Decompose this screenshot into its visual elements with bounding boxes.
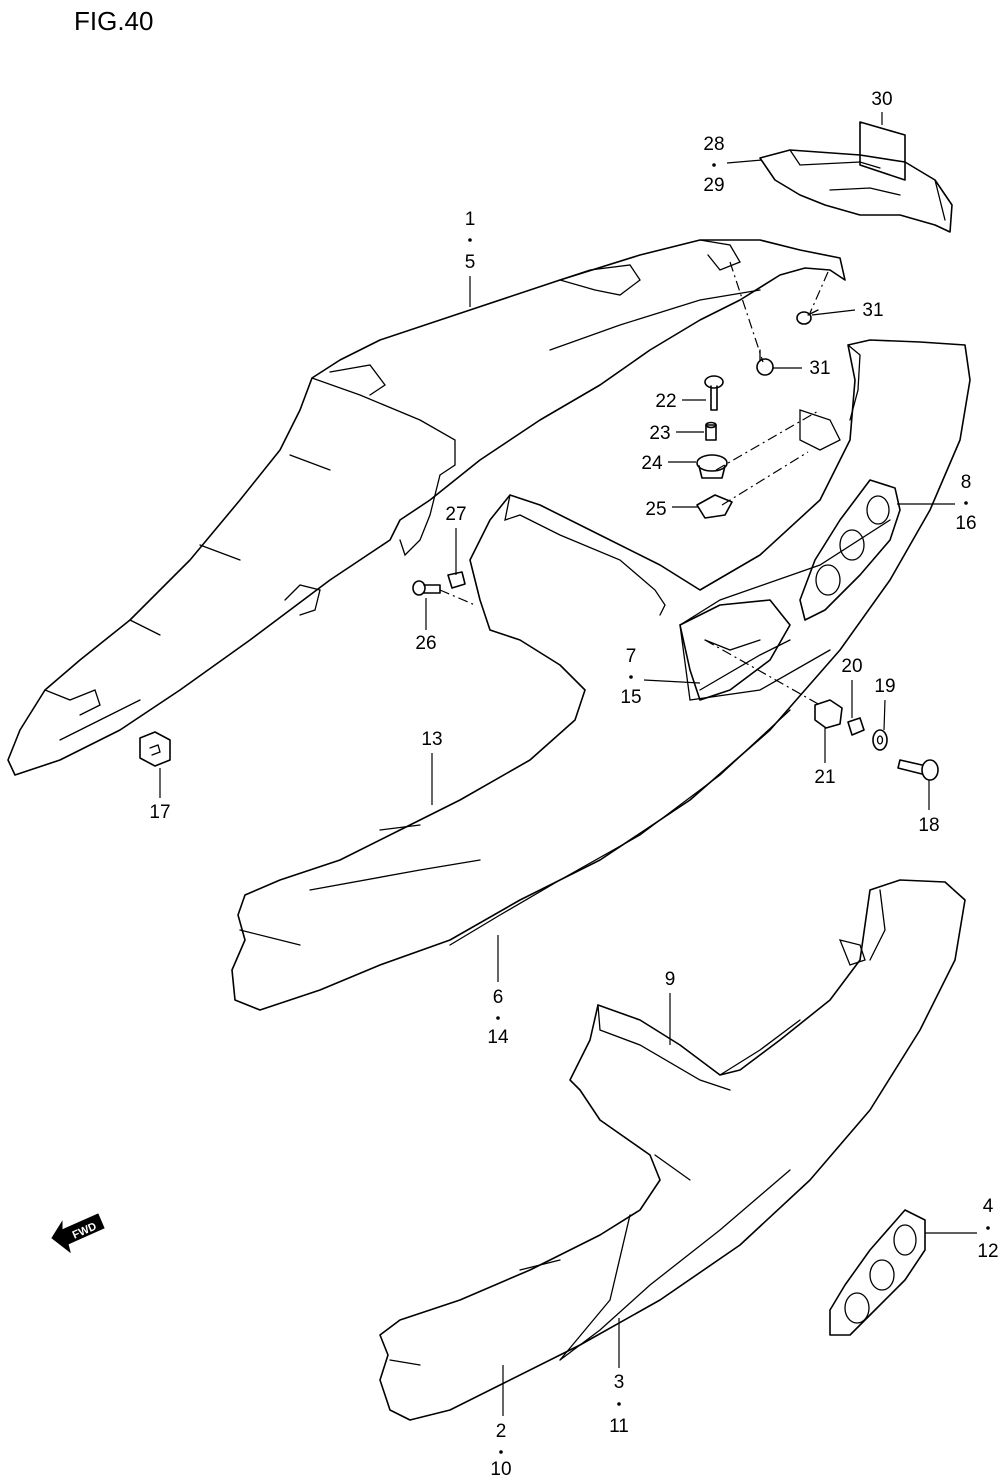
- nut-17: [139, 731, 171, 767]
- screw-31-lower: [756, 349, 774, 376]
- fwd-label: FWD: [71, 1220, 99, 1241]
- callout-13: 13: [421, 729, 442, 750]
- callout-16: 16: [955, 513, 976, 534]
- collar-20: [847, 717, 865, 736]
- callout-29: 29: [703, 175, 724, 196]
- emblem-600-right: [799, 479, 901, 621]
- callout-15: 15: [620, 687, 641, 708]
- alignment-line: [715, 409, 821, 471]
- callout-11: 11: [609, 1416, 629, 1437]
- bolt-18: [897, 759, 939, 781]
- callout-26: 26: [415, 633, 436, 654]
- callout-31-upper: 31: [862, 300, 883, 321]
- callout-23: 23: [649, 423, 670, 444]
- alignment-line: [439, 589, 476, 606]
- callout-6: 6: [493, 987, 504, 1008]
- seat-tail-cover-part: [7, 239, 846, 776]
- nut-21: [814, 699, 843, 729]
- frame-cover-right-part: [231, 339, 971, 1011]
- bolt-22: [704, 375, 724, 411]
- callout-5: 5: [465, 252, 476, 273]
- clip-27: [447, 571, 466, 589]
- callout-14: 14: [487, 1027, 509, 1048]
- callout-30: 30: [871, 89, 892, 110]
- scoop-cover-part: [679, 599, 791, 701]
- callout-2: 2: [496, 1421, 507, 1442]
- callout-17: 17: [149, 802, 170, 823]
- callout-8: 8: [961, 472, 972, 493]
- alignment-line: [809, 271, 829, 314]
- callout-18: 18: [918, 815, 939, 836]
- figure-title: FIG.40: [74, 6, 153, 36]
- emblem-600-left: [829, 1209, 926, 1336]
- callout-22: 22: [655, 391, 676, 412]
- callout-4: 4: [983, 1196, 994, 1217]
- callout-31-lower: 31: [809, 358, 830, 379]
- collar-23: [705, 421, 717, 441]
- screw-26: [412, 580, 441, 596]
- callout-12: 12: [977, 1241, 998, 1262]
- callout-3: 3: [614, 1372, 625, 1393]
- alignment-line: [704, 639, 821, 706]
- callout-25: 25: [645, 499, 666, 520]
- frame-cover-left-part: [379, 879, 966, 1421]
- washer-19: [872, 729, 888, 751]
- grommet-24: [696, 454, 728, 479]
- callout-10: 10: [490, 1459, 511, 1480]
- alignment-line: [721, 451, 809, 506]
- nut-25: [696, 494, 733, 519]
- forward-arrow-icon: FWD: [51, 1213, 105, 1254]
- tail-cover-part: [759, 121, 953, 233]
- callout-1: 1: [465, 209, 476, 230]
- callout-28: 28: [703, 134, 724, 155]
- callout-7: 7: [626, 646, 637, 667]
- callout-24: 24: [641, 453, 663, 474]
- callout-27: 27: [445, 504, 466, 525]
- callout-20: 20: [841, 656, 862, 677]
- screw-31-upper: [796, 309, 819, 325]
- callout-9: 9: [665, 969, 676, 990]
- alignment-line: [729, 261, 764, 363]
- callout-19: 19: [874, 676, 895, 697]
- callout-21: 21: [814, 767, 835, 788]
